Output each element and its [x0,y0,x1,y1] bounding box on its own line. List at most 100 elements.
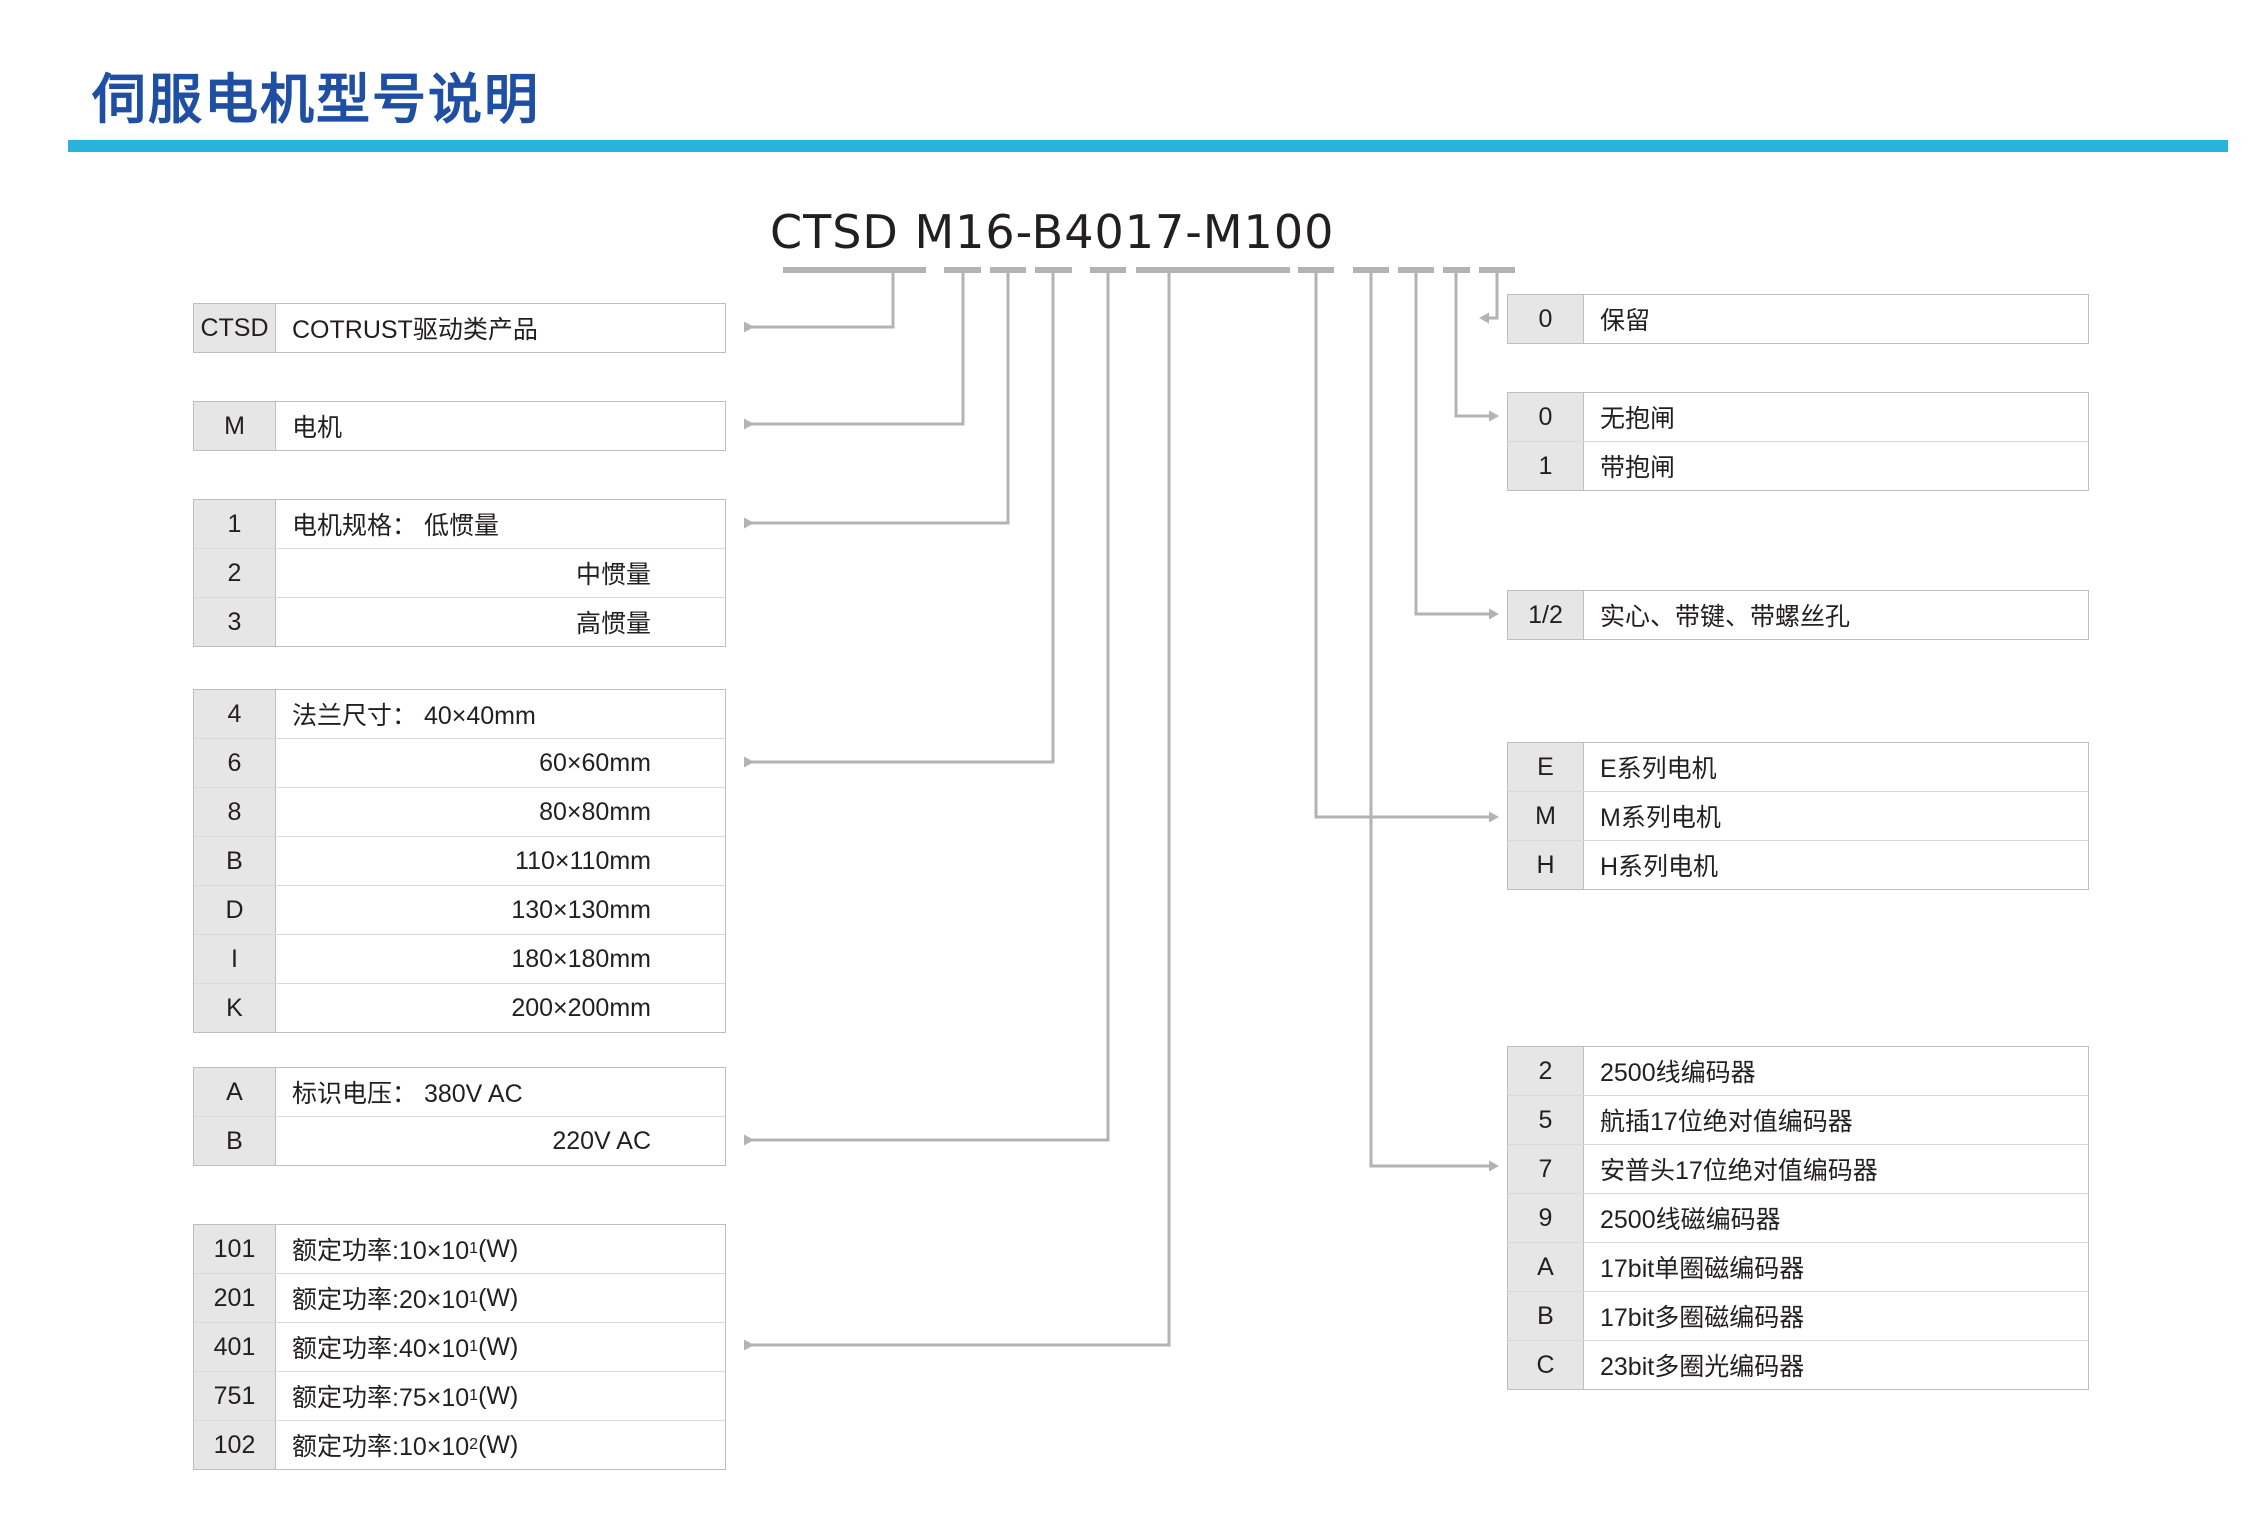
code-cell: 5 [1508,1096,1584,1144]
code-cell: 1 [1508,442,1584,490]
table-row: 2 中惯量 [194,549,725,598]
code-cell: 4 [194,690,276,738]
code-cell: C [1508,1341,1584,1389]
code-cell: 1/2 [1508,591,1584,639]
code-cell: 401 [194,1323,276,1371]
code-cell: H [1508,841,1584,889]
table-row: B 110×110mm [194,837,725,886]
description-cell: 60×60mm [539,748,651,777]
code-cell: A [1508,1243,1584,1291]
code-cell: B [194,837,276,885]
page-title: 伺服电机型号说明 [92,70,540,130]
code-cell: 101 [194,1225,276,1273]
table-row: 4 法兰尺寸： 40×40mm [194,690,725,739]
title-underline-rule [68,140,2228,152]
unit-suffix: (W) [478,1381,519,1410]
code-cell: 9 [1508,1194,1584,1242]
description-text: 额定功率:10×10 [292,1237,470,1265]
table-row: 2 2500线编码器 [1508,1047,2088,1096]
description-cell: 110×110mm [515,846,651,875]
table-row: 1 电机规格： 低惯量 [194,500,725,549]
code-cell: I [194,935,276,983]
description-cell: 带抱闸 [1600,454,1676,482]
table-row: 8 80×80mm [194,788,725,837]
code-cell: CTSD [194,304,276,352]
table-row: I 180×180mm [194,935,725,984]
table-row: 5 航插17位绝对值编码器 [1508,1096,2088,1145]
description-text: 额定功率:10×10 [292,1433,470,1461]
description-cell: 80×80mm [539,797,651,826]
unit-suffix: (W) [478,1234,519,1263]
description-text: 额定功率:40×10 [292,1335,470,1363]
code-cell: 0 [1508,393,1584,441]
unit-suffix: (W) [478,1430,519,1459]
code-cell: B [194,1117,276,1165]
code-cell: 8 [194,788,276,836]
code-cell: M [1508,792,1584,840]
description-cell: 法兰尺寸： 40×40mm [292,702,536,730]
description-cell: 180×180mm [511,944,651,973]
description-cell: 中惯量 [575,561,651,589]
table-row: 1 带抱闸 [1508,442,2088,490]
description-cell: COTRUST驱动类产品 [292,316,538,344]
code-cell: 201 [194,1274,276,1322]
spec-table-product-family: CTSD COTRUST驱动类产品 [193,303,726,353]
description-cell: 17bit单圈磁编码器 [1600,1255,1805,1283]
description-text: 额定功率:75×10 [292,1384,470,1412]
code-cell: A [194,1068,276,1116]
description-cell: 220V AC [552,1126,651,1155]
code-cell: 751 [194,1372,276,1420]
code-cell: 102 [194,1421,276,1469]
description-cell: 安普头17位绝对值编码器 [1600,1157,1878,1185]
description-text: 额定功率:20×10 [292,1286,470,1314]
table-row: 7 安普头17位绝对值编码器 [1508,1145,2088,1194]
description-cell: 2500线编码器 [1600,1059,1756,1087]
code-cell: 6 [194,739,276,787]
description-cell: 电机 [292,414,343,442]
description-cell: E系列电机 [1600,755,1717,783]
description-cell: M系列电机 [1600,804,1721,832]
code-cell: 7 [1508,1145,1584,1193]
leader-paths [744,270,1499,1351]
description-cell: 航插17位绝对值编码器 [1600,1108,1853,1136]
description-cell: 17bit多圈磁编码器 [1600,1304,1805,1332]
code-cell: 1 [194,500,276,548]
table-row: 6 60×60mm [194,739,725,788]
table-row: CTSD COTRUST驱动类产品 [194,304,725,352]
model-code-text: CTSD M16-B4017-M100 [770,205,1335,259]
code-cell: 2 [194,549,276,597]
code-cell: 0 [1508,295,1584,343]
description-cell: 电机规格： 低惯量 [292,512,499,540]
table-row: A 17bit单圈磁编码器 [1508,1243,2088,1292]
code-cell: 2 [1508,1047,1584,1095]
